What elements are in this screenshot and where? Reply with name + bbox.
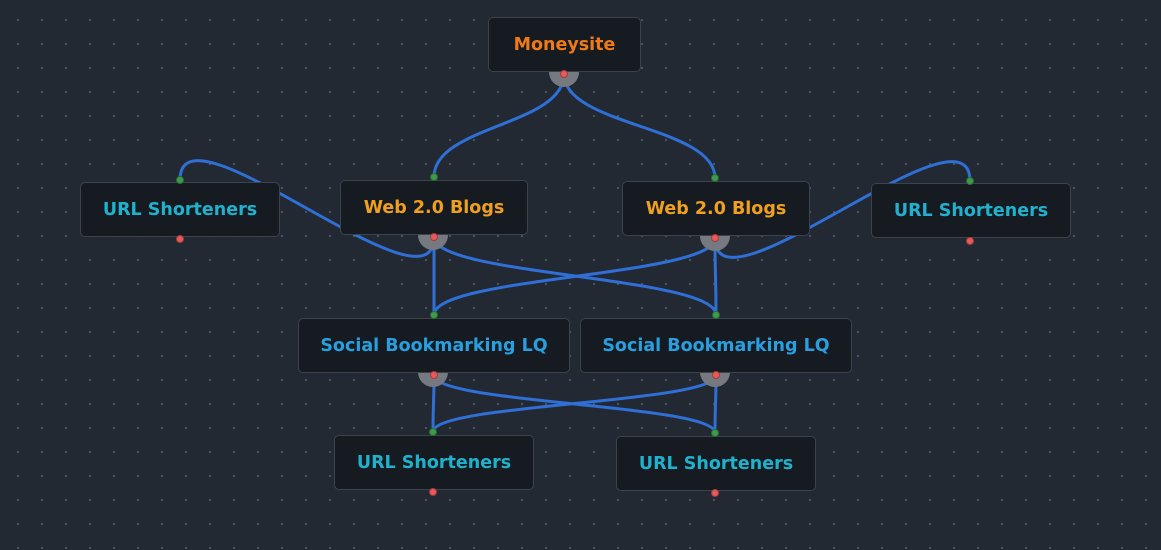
node-label: Web 2.0 Blogs [363, 197, 505, 218]
node-web20-blogs-left[interactable]: Web 2.0 Blogs [340, 180, 528, 235]
output-port[interactable] [711, 489, 719, 497]
node-label: Web 2.0 Blogs [645, 198, 787, 219]
output-port[interactable] [712, 371, 720, 379]
input-port[interactable] [430, 311, 438, 319]
node-label: URL Shorteners [638, 453, 794, 474]
output-port[interactable] [711, 234, 719, 242]
node-label: URL Shorteners [893, 200, 1049, 221]
node-label: URL Shorteners [356, 452, 512, 473]
node-label: Social Bookmarking LQ [320, 335, 548, 356]
node-web20-blogs-right[interactable]: Web 2.0 Blogs [622, 181, 810, 236]
node-label: Moneysite [513, 34, 616, 55]
input-port[interactable] [711, 174, 719, 182]
node-url-shorteners-bottom-right[interactable]: URL Shorteners [616, 436, 816, 491]
output-port[interactable] [966, 237, 974, 245]
node-url-shorteners-top-right[interactable]: URL Shorteners [871, 183, 1071, 238]
input-port[interactable] [176, 176, 184, 184]
node-url-shorteners-bottom-left[interactable]: URL Shorteners [334, 435, 534, 490]
output-handle-fan [700, 372, 730, 387]
node-moneysite[interactable]: Moneysite [488, 17, 641, 72]
edge-moneysite-to-web20-right[interactable] [562, 72, 717, 180]
input-port[interactable] [712, 311, 720, 319]
output-handle-fan [418, 235, 448, 250]
output-handle-fan [700, 236, 730, 251]
input-port[interactable] [430, 173, 438, 181]
output-port[interactable] [429, 488, 437, 496]
output-port[interactable] [430, 371, 438, 379]
input-port[interactable] [711, 429, 719, 437]
input-port[interactable] [429, 428, 437, 436]
node-url-shorteners-top-left[interactable]: URL Shorteners [80, 182, 280, 237]
node-label: Social Bookmarking LQ [602, 335, 830, 356]
output-handle-fan [418, 372, 448, 387]
edge-web20-right-to-social-left[interactable] [432, 236, 717, 317]
node-social-bookmarking-right[interactable]: Social Bookmarking LQ [580, 318, 852, 373]
edge-moneysite-to-web20-left[interactable] [432, 72, 566, 179]
output-port[interactable] [176, 235, 184, 243]
node-label: URL Shorteners [102, 199, 258, 220]
input-port[interactable] [966, 177, 974, 185]
edge-web20-left-to-url-top-left[interactable] [178, 159, 436, 258]
output-handle-fan [549, 72, 579, 87]
output-port[interactable] [430, 233, 438, 241]
edge-web20-right-to-url-top-right[interactable] [713, 160, 972, 259]
output-port[interactable] [560, 70, 568, 78]
node-social-bookmarking-left[interactable]: Social Bookmarking LQ [298, 318, 570, 373]
edge-social-right-to-url-bottom-left[interactable] [431, 373, 718, 434]
